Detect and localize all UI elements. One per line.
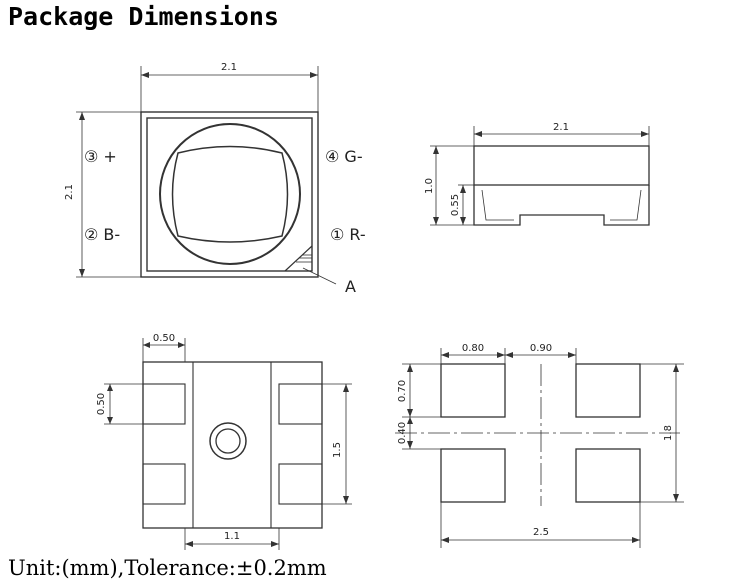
pin2-label: ② B- <box>84 225 120 244</box>
lens-die <box>171 145 289 243</box>
bottom-view: 0.50 0.50 1.5 1.1 <box>96 333 352 550</box>
side-width-dim: 2.1 <box>553 122 569 133</box>
top-view: 2.1 2.1 A ③ + ④ G- ② B- ① R- <box>64 62 366 296</box>
side-height-dim: 1.0 <box>424 178 435 194</box>
top-outer-body <box>140 111 319 278</box>
bottom-pad-width-dim: 0.50 <box>153 333 175 344</box>
footprint-pad-bl <box>440 448 506 503</box>
pin4-label: ④ G- <box>325 147 363 166</box>
top-height-dim: 2.1 <box>64 184 75 200</box>
footprint-total-width-dim: 2.5 <box>533 527 549 538</box>
footprint-pad-dim: 0.80 <box>462 343 484 354</box>
footprint-gap-dim: 0.90 <box>530 343 552 354</box>
page-title: Package Dimensions <box>8 2 279 31</box>
side-view: 2.1 1.0 0.55 <box>424 122 650 226</box>
top-inner-body <box>146 117 313 272</box>
footprint-pad-height-dim: 0.70 <box>397 380 408 402</box>
bottom-pad-bl <box>142 463 186 505</box>
footprint-pad-tl <box>440 363 506 418</box>
top-width-dim: 2.1 <box>221 62 237 73</box>
footprint-pad-br <box>575 448 641 503</box>
footprint-total-height-dim: 1.8 <box>663 425 674 441</box>
bottom-body <box>142 361 323 529</box>
footprint-center-gap-dim: 0.40 <box>397 422 408 444</box>
side-lens-body <box>473 145 650 186</box>
thermal-circle-inner <box>215 428 241 454</box>
side-base <box>473 185 650 226</box>
pin1-label: ① R- <box>330 225 366 244</box>
side-body-dim: 0.55 <box>450 194 461 216</box>
bottom-pad-tr <box>278 383 323 425</box>
thermal-circle-outer <box>209 422 247 460</box>
bottom-pad-br <box>278 463 323 505</box>
pin3-label: ③ + <box>84 147 117 166</box>
lens-circle <box>159 123 301 265</box>
bottom-pitch-dim: 1.5 <box>332 442 343 458</box>
marker-a-label: A <box>345 277 356 296</box>
unit-tolerance-note: Unit:(mm),Tolerance:±0.2mm <box>8 556 327 580</box>
bottom-pad-height-dim: 0.50 <box>96 393 107 415</box>
bottom-width-dim: 1.1 <box>224 531 240 542</box>
footprint-pad-tr <box>575 363 641 418</box>
bottom-pad-tl <box>142 383 186 425</box>
footprint-view: 0.80 0.90 0.70 0.40 1.8 2.5 <box>395 343 684 548</box>
